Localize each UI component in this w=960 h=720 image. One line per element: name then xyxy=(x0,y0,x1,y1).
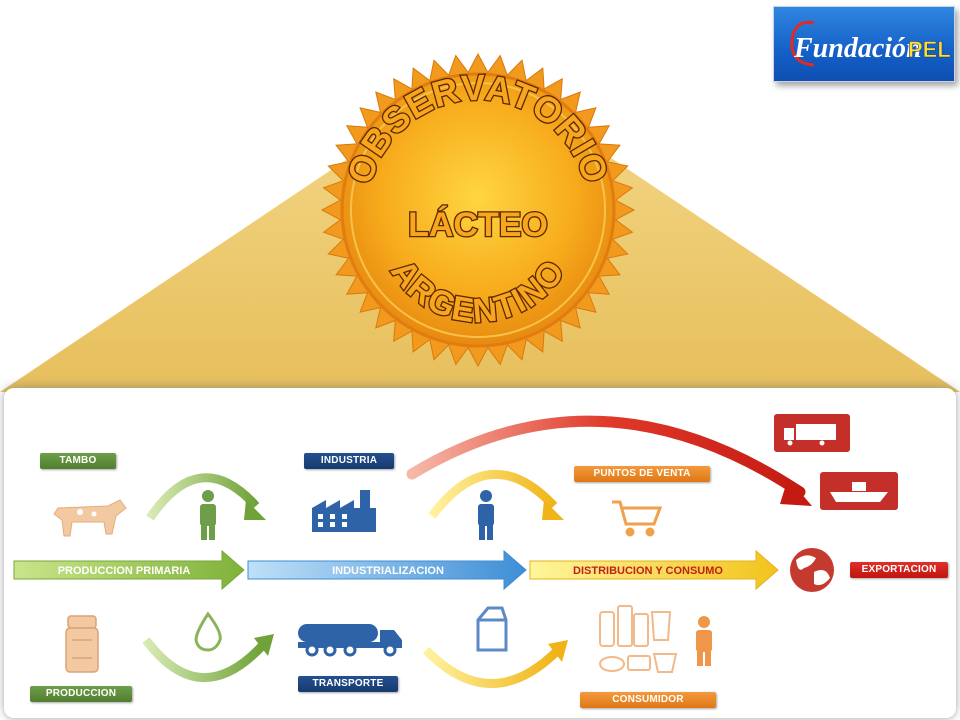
milk-drop-icon xyxy=(194,611,222,652)
factory-icon xyxy=(312,490,376,532)
cycle-arrow-primary-top xyxy=(146,473,266,521)
tanker-truck-icon xyxy=(298,624,402,657)
shopping-cart-icon xyxy=(612,500,663,537)
flow-arrow-distribution: DISTRIBUCION Y CONSUMO xyxy=(529,549,779,591)
stage-primary-label: PRODUCCION PRIMARIA xyxy=(58,565,191,577)
label-puntos-de-venta: PUNTOS DE VENTA xyxy=(574,466,710,482)
cow-icon xyxy=(53,499,127,537)
label-tambo: TAMBO xyxy=(40,453,116,469)
worker-person-icon xyxy=(478,490,494,540)
cycle-arrow-industrial-bottom xyxy=(422,640,568,688)
cycle-arrow-industrial-top xyxy=(428,469,564,520)
export-truck-icon xyxy=(774,414,850,452)
seal-line-lacteo: LÁCTEO xyxy=(408,206,548,244)
label-industria: INDUSTRIA xyxy=(304,453,394,469)
fundacion-pel-logo: Fundación PEL xyxy=(773,6,955,82)
seal-inner-ring xyxy=(350,82,606,338)
export-arc-arrow xyxy=(406,415,812,506)
dairy-products-icon xyxy=(599,605,678,673)
farmer-person-icon xyxy=(200,490,216,540)
logo-brand-sub: PEL xyxy=(908,37,951,62)
cycle-arrow-primary-bottom xyxy=(142,634,274,683)
flow-arrow-industrial: INDUSTRIALIZACION xyxy=(247,549,527,591)
milk-can-icon xyxy=(65,615,99,673)
milk-carton-icon xyxy=(476,606,508,652)
label-consumidor: CONSUMIDOR xyxy=(580,692,716,708)
label-transporte: TRANSPORTE xyxy=(298,676,398,692)
globe-icon xyxy=(790,548,834,592)
label-produccion: PRODUCCION xyxy=(30,686,132,702)
observatorio-seal: OBSERVATORIO LÁCTEO ARGENTINO xyxy=(320,52,636,368)
seal-disc xyxy=(340,72,616,348)
label-exportacion: EXPORTACION xyxy=(850,562,948,578)
stage-industrial-label: INDUSTRIALIZACION xyxy=(332,565,444,577)
logo-brand-main: Fundación xyxy=(793,33,922,64)
consumer-person-icon xyxy=(696,616,712,666)
stage-distribution-label: DISTRIBUCION Y CONSUMO xyxy=(573,565,723,577)
flow-arrow-primary: PRODUCCION PRIMARIA xyxy=(13,549,245,591)
export-ship-icon xyxy=(820,472,898,510)
